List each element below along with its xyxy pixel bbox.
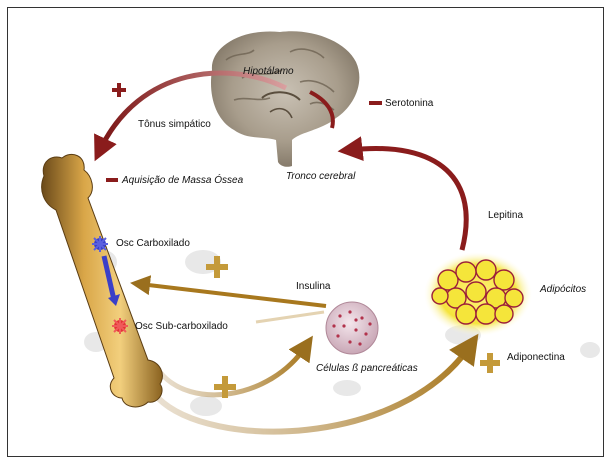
- adipocyte-cluster-icon: [424, 252, 532, 336]
- label-osc-carboxilado: Osc Carboxilado: [116, 238, 190, 250]
- femur-bone-icon: [42, 154, 163, 407]
- osc-carboxilado-marker: [92, 236, 108, 252]
- label-insulina: Insulina: [296, 281, 330, 293]
- label-osc-subcarboxilado: Osc Sub-carboxilado: [135, 321, 228, 333]
- label-hipotalamo: Hipotálamo: [243, 66, 294, 78]
- osc-subcarboxilado-marker: [112, 318, 128, 334]
- label-lepitina: Lepitina: [488, 210, 523, 222]
- label-celulas-pancreaticas: Células ß pancreáticas: [316, 363, 418, 375]
- label-serotonina: Serotonina: [385, 98, 433, 110]
- label-adiponectina: Adiponectina: [507, 352, 565, 364]
- label-tronco-cerebral: Tronco cerebral: [286, 171, 355, 183]
- label-tonus-simpatico: Tônus simpático: [138, 119, 211, 131]
- pancreatic-cell-icon: [326, 302, 378, 354]
- arrow-bone-to-adipocytes: [158, 346, 470, 432]
- label-adipocitos: Adipócitos: [540, 284, 586, 296]
- brain-icon: [211, 31, 359, 167]
- arrow-leptin-to-brainstem: [350, 148, 466, 250]
- label-aquisicao-massa-ossea: Aquisição de Massa Óssea: [122, 175, 243, 187]
- arrow-insulin-tail: [256, 312, 324, 322]
